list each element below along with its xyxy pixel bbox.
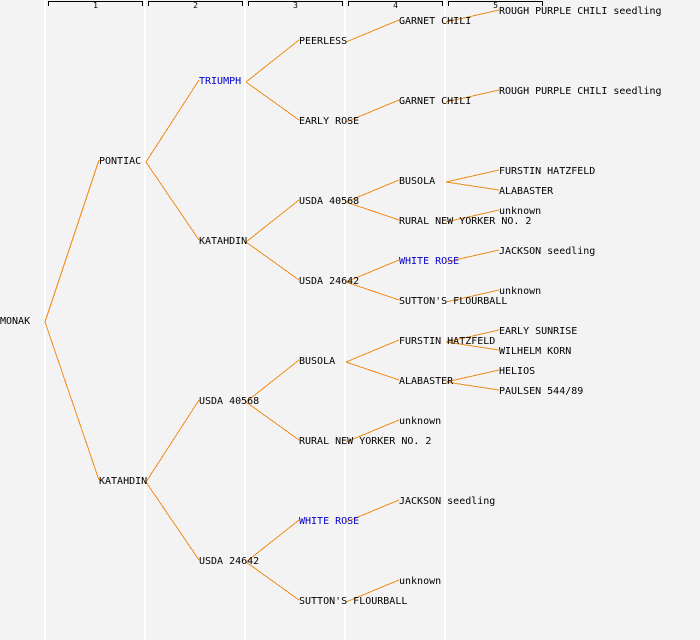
pedigree-link (445, 249, 500, 263)
pedigree-link (245, 241, 300, 281)
pedigree-node: USDA 24642 (199, 556, 260, 567)
generation-label: 5 (493, 1, 498, 10)
pedigree-link (245, 519, 300, 563)
pedigree-link (145, 399, 200, 483)
pedigree-node: unknown (399, 416, 442, 427)
pedigree-node[interactable]: TRIUMPH (199, 76, 242, 87)
column-divider (444, 0, 446, 640)
pedigree-node: BUSOLA (399, 176, 436, 187)
pedigree-node: EARLY SUNRISE (499, 326, 578, 337)
generation-bracket (448, 1, 543, 6)
generation-bracket (148, 1, 243, 6)
generation-bracket (248, 1, 343, 6)
pedigree-link (345, 19, 400, 43)
pedigree-link (445, 329, 500, 343)
pedigree-node: unknown (499, 206, 542, 217)
pedigree-node: PONTIAC (99, 156, 142, 167)
pedigree-link (445, 181, 500, 191)
pedigree-link (245, 199, 300, 243)
pedigree-link (345, 99, 400, 123)
pedigree-link (245, 401, 300, 441)
pedigree-node: FURSTIN HATZFELD (399, 336, 496, 347)
column-divider (144, 0, 146, 640)
pedigree-link (445, 9, 500, 23)
pedigree-node: RURAL NEW YORKER NO. 2 (299, 436, 432, 447)
pedigree-link (345, 361, 400, 381)
pedigree-node: ROUGH PURPLE CHILI seedling (499, 6, 662, 17)
pedigree-node: ALABASTER (399, 376, 454, 387)
generation-bracket (48, 1, 143, 6)
pedigree-node: USDA 40568 (199, 396, 260, 407)
pedigree-node: RURAL NEW YORKER NO. 2 (399, 216, 532, 227)
pedigree-link (445, 209, 500, 223)
pedigree-link (445, 289, 500, 303)
pedigree-link (145, 161, 200, 241)
pedigree-link (345, 579, 400, 603)
pedigree-link (245, 39, 300, 83)
pedigree-node: BUSOLA (299, 356, 336, 367)
pedigree-link (44, 159, 100, 323)
pedigree-node: JACKSON seedling (399, 496, 496, 507)
pedigree-link (345, 499, 400, 523)
pedigree-node[interactable]: WHITE ROSE (299, 516, 360, 527)
pedigree-link (345, 179, 400, 203)
pedigree-node: ROUGH PURPLE CHILI seedling (499, 86, 662, 97)
pedigree-node: KATAHDIN (199, 236, 248, 247)
pedigree-node: EARLY ROSE (299, 116, 360, 127)
pedigree-link (345, 201, 400, 221)
pedigree-node: WILHELM KORN (499, 346, 572, 357)
pedigree-node: PEERLESS (299, 36, 348, 47)
column-divider (44, 0, 46, 640)
pedigree-link (245, 561, 300, 601)
pedigree-link (245, 359, 300, 403)
column-divider (244, 0, 246, 640)
generation-label: 2 (193, 1, 198, 10)
pedigree-node: USDA 24642 (299, 276, 360, 287)
pedigree-node: unknown (399, 576, 442, 587)
pedigree-link (345, 419, 400, 443)
pedigree-node: SUTTON'S FLOURBALL (399, 296, 508, 307)
pedigree-node: PAULSEN 544/89 (499, 386, 584, 397)
pedigree-link (445, 169, 500, 183)
pedigree-node: MONAK (0, 316, 31, 327)
pedigree-link (445, 89, 500, 103)
pedigree-link (345, 339, 400, 363)
pedigree-link (345, 259, 400, 283)
pedigree-node: HELIOS (499, 366, 536, 377)
pedigree-node[interactable]: WHITE ROSE (399, 256, 460, 267)
pedigree-link (245, 81, 300, 121)
pedigree-node: USDA 40568 (299, 196, 360, 207)
pedigree-node: unknown (499, 286, 542, 297)
pedigree-link (445, 369, 500, 383)
pedigree-node: KATAHDIN (99, 476, 148, 487)
pedigree-link (44, 321, 100, 481)
pedigree-link (145, 481, 200, 561)
generation-bracket (348, 1, 443, 6)
pedigree-node: ALABASTER (499, 186, 554, 197)
generation-label: 3 (293, 1, 298, 10)
pedigree-link (445, 381, 500, 391)
pedigree-link (145, 79, 200, 163)
pedigree-node: FURSTIN HATZFELD (499, 166, 596, 177)
pedigree-link (445, 341, 500, 351)
pedigree-link (345, 281, 400, 301)
generation-label: 4 (393, 1, 398, 10)
pedigree-node: GARNET CHILI (399, 16, 472, 27)
column-divider (344, 0, 346, 640)
pedigree-node: GARNET CHILI (399, 96, 472, 107)
pedigree-node: JACKSON seedling (499, 246, 596, 257)
pedigree-node: SUTTON'S FLOURBALL (299, 596, 408, 607)
generation-label: 1 (93, 1, 98, 10)
